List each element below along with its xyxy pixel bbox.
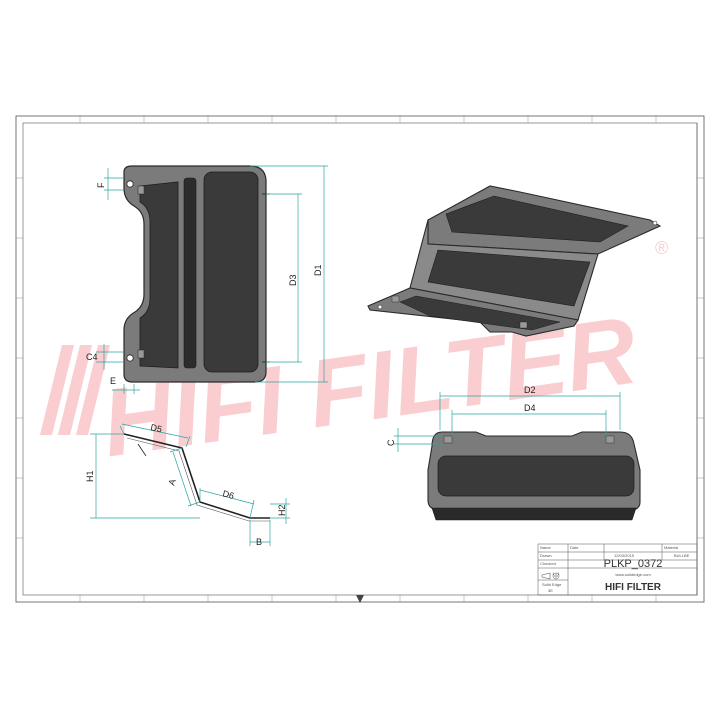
dim-label-c: C xyxy=(386,439,396,446)
title-block xyxy=(537,543,698,596)
top-view-bottom-band xyxy=(431,507,637,521)
dim-label-a: A xyxy=(166,478,177,487)
iso-top-pad xyxy=(445,195,629,243)
iso-hole-left xyxy=(377,304,383,310)
tb-label-checked: Checked xyxy=(540,561,556,566)
front-hole-top xyxy=(126,180,134,188)
top-view-tab-left xyxy=(443,435,453,444)
tb-company: HIFI FILTER xyxy=(605,582,662,593)
tb-label-name: Name xyxy=(540,545,551,550)
dim-label-b: B xyxy=(256,537,262,547)
iso-tab-left xyxy=(391,295,400,303)
iso-slope-pad xyxy=(427,249,591,307)
profile-break-mark xyxy=(137,443,147,457)
top-view-pad xyxy=(437,455,635,497)
front-tab-bottom xyxy=(137,349,145,359)
iso-hole-right xyxy=(652,220,658,226)
dim-label-c4: C4 xyxy=(86,352,98,362)
watermark-registered-mark: ® xyxy=(655,238,668,258)
front-view xyxy=(123,165,270,383)
dim-label-h2: H2 xyxy=(277,504,287,516)
top-view-tab-right xyxy=(605,435,615,444)
top-view xyxy=(427,431,641,521)
tb-drawn-by: BULLBE xyxy=(674,553,690,558)
dim-label-d1: D1 xyxy=(313,264,323,276)
projection-symbol-icon xyxy=(541,572,560,580)
top-view-dimensions xyxy=(394,392,621,452)
front-hole-bottom xyxy=(126,354,134,362)
front-tab-top xyxy=(137,185,145,195)
center-mark-bottom xyxy=(356,595,364,603)
dim-label-h1: H1 xyxy=(85,470,95,482)
tb-label-material: Material xyxy=(664,545,678,550)
front-right-pad xyxy=(203,171,259,373)
dim-label-d4: D4 xyxy=(524,403,536,413)
front-left-pad xyxy=(139,181,179,369)
dim-label-e: E xyxy=(110,376,116,386)
tb-website: www.solidedge.com xyxy=(615,572,651,577)
dim-label-d2: D2 xyxy=(524,385,536,395)
profile-inner-line xyxy=(126,437,270,522)
isometric-view xyxy=(367,185,662,337)
tb-software-sub: 3E xyxy=(548,588,553,593)
dim-label-d3: D3 xyxy=(288,274,298,286)
tb-scale: 1 : 1 xyxy=(552,571,561,576)
dim-label-d5: D5 xyxy=(150,422,163,434)
tb-label-drawn: Drawn xyxy=(540,553,552,558)
iso-bottom-pad xyxy=(399,295,561,331)
zone-ticks xyxy=(16,116,704,602)
watermark-logo-stripes xyxy=(40,345,110,435)
tb-part-number: PLKP_0372 xyxy=(604,558,663,570)
tb-label-date: Date xyxy=(570,545,579,550)
front-view-dimensions xyxy=(96,165,328,394)
dim-label-d6: D6 xyxy=(221,488,235,501)
iso-tab-right xyxy=(519,321,528,329)
tb-date: 12/03/2015 xyxy=(614,553,635,558)
tb-software: Solid Edge xyxy=(542,582,562,587)
dim-label-f: F xyxy=(96,182,106,188)
front-center-slot xyxy=(183,177,197,369)
profile-view-dimensions xyxy=(90,423,290,546)
